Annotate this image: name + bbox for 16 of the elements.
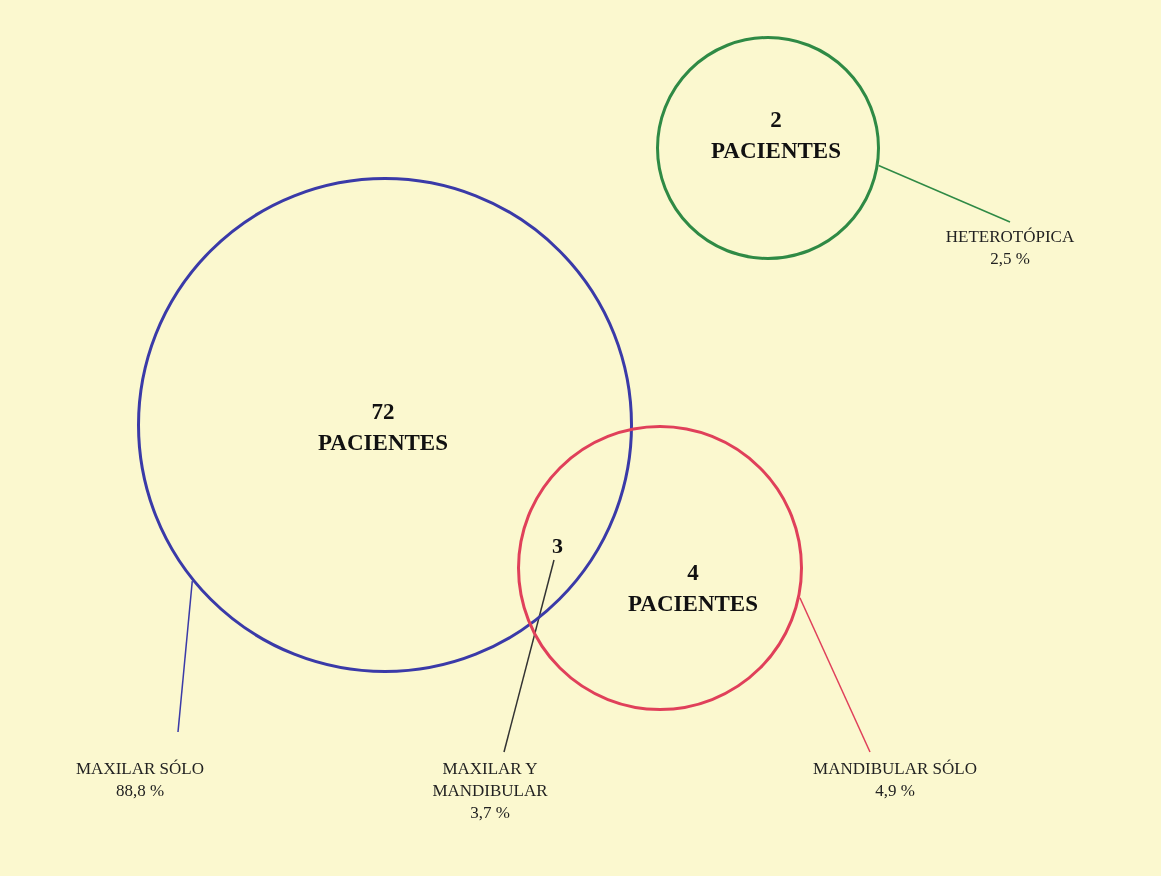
percentage-label: 4,9 %	[875, 780, 915, 803]
category-label: HETEROTÓPICA	[945, 226, 1075, 248]
category-label: MAXILAR SÓLO	[76, 758, 204, 780]
percentage-label: 2,5 %	[990, 248, 1030, 271]
category-label: MAXILAR Y MANDIBULAR	[431, 758, 549, 803]
overlap-count: 3	[552, 533, 563, 560]
count-label: 72 PACIENTES	[317, 398, 449, 458]
category-label: MANDIBULAR SÓLO	[813, 758, 977, 780]
count-label: 4 PACIENTES	[627, 559, 759, 619]
leader-line	[503, 559, 555, 753]
leader-line	[877, 164, 1011, 223]
leader-line	[177, 580, 193, 733]
percentage-label: 88,8 %	[115, 780, 165, 803]
percentage-label: 3,7 %	[470, 802, 510, 825]
leader-line	[799, 597, 871, 753]
count-label: 2 PACIENTES	[710, 106, 842, 166]
